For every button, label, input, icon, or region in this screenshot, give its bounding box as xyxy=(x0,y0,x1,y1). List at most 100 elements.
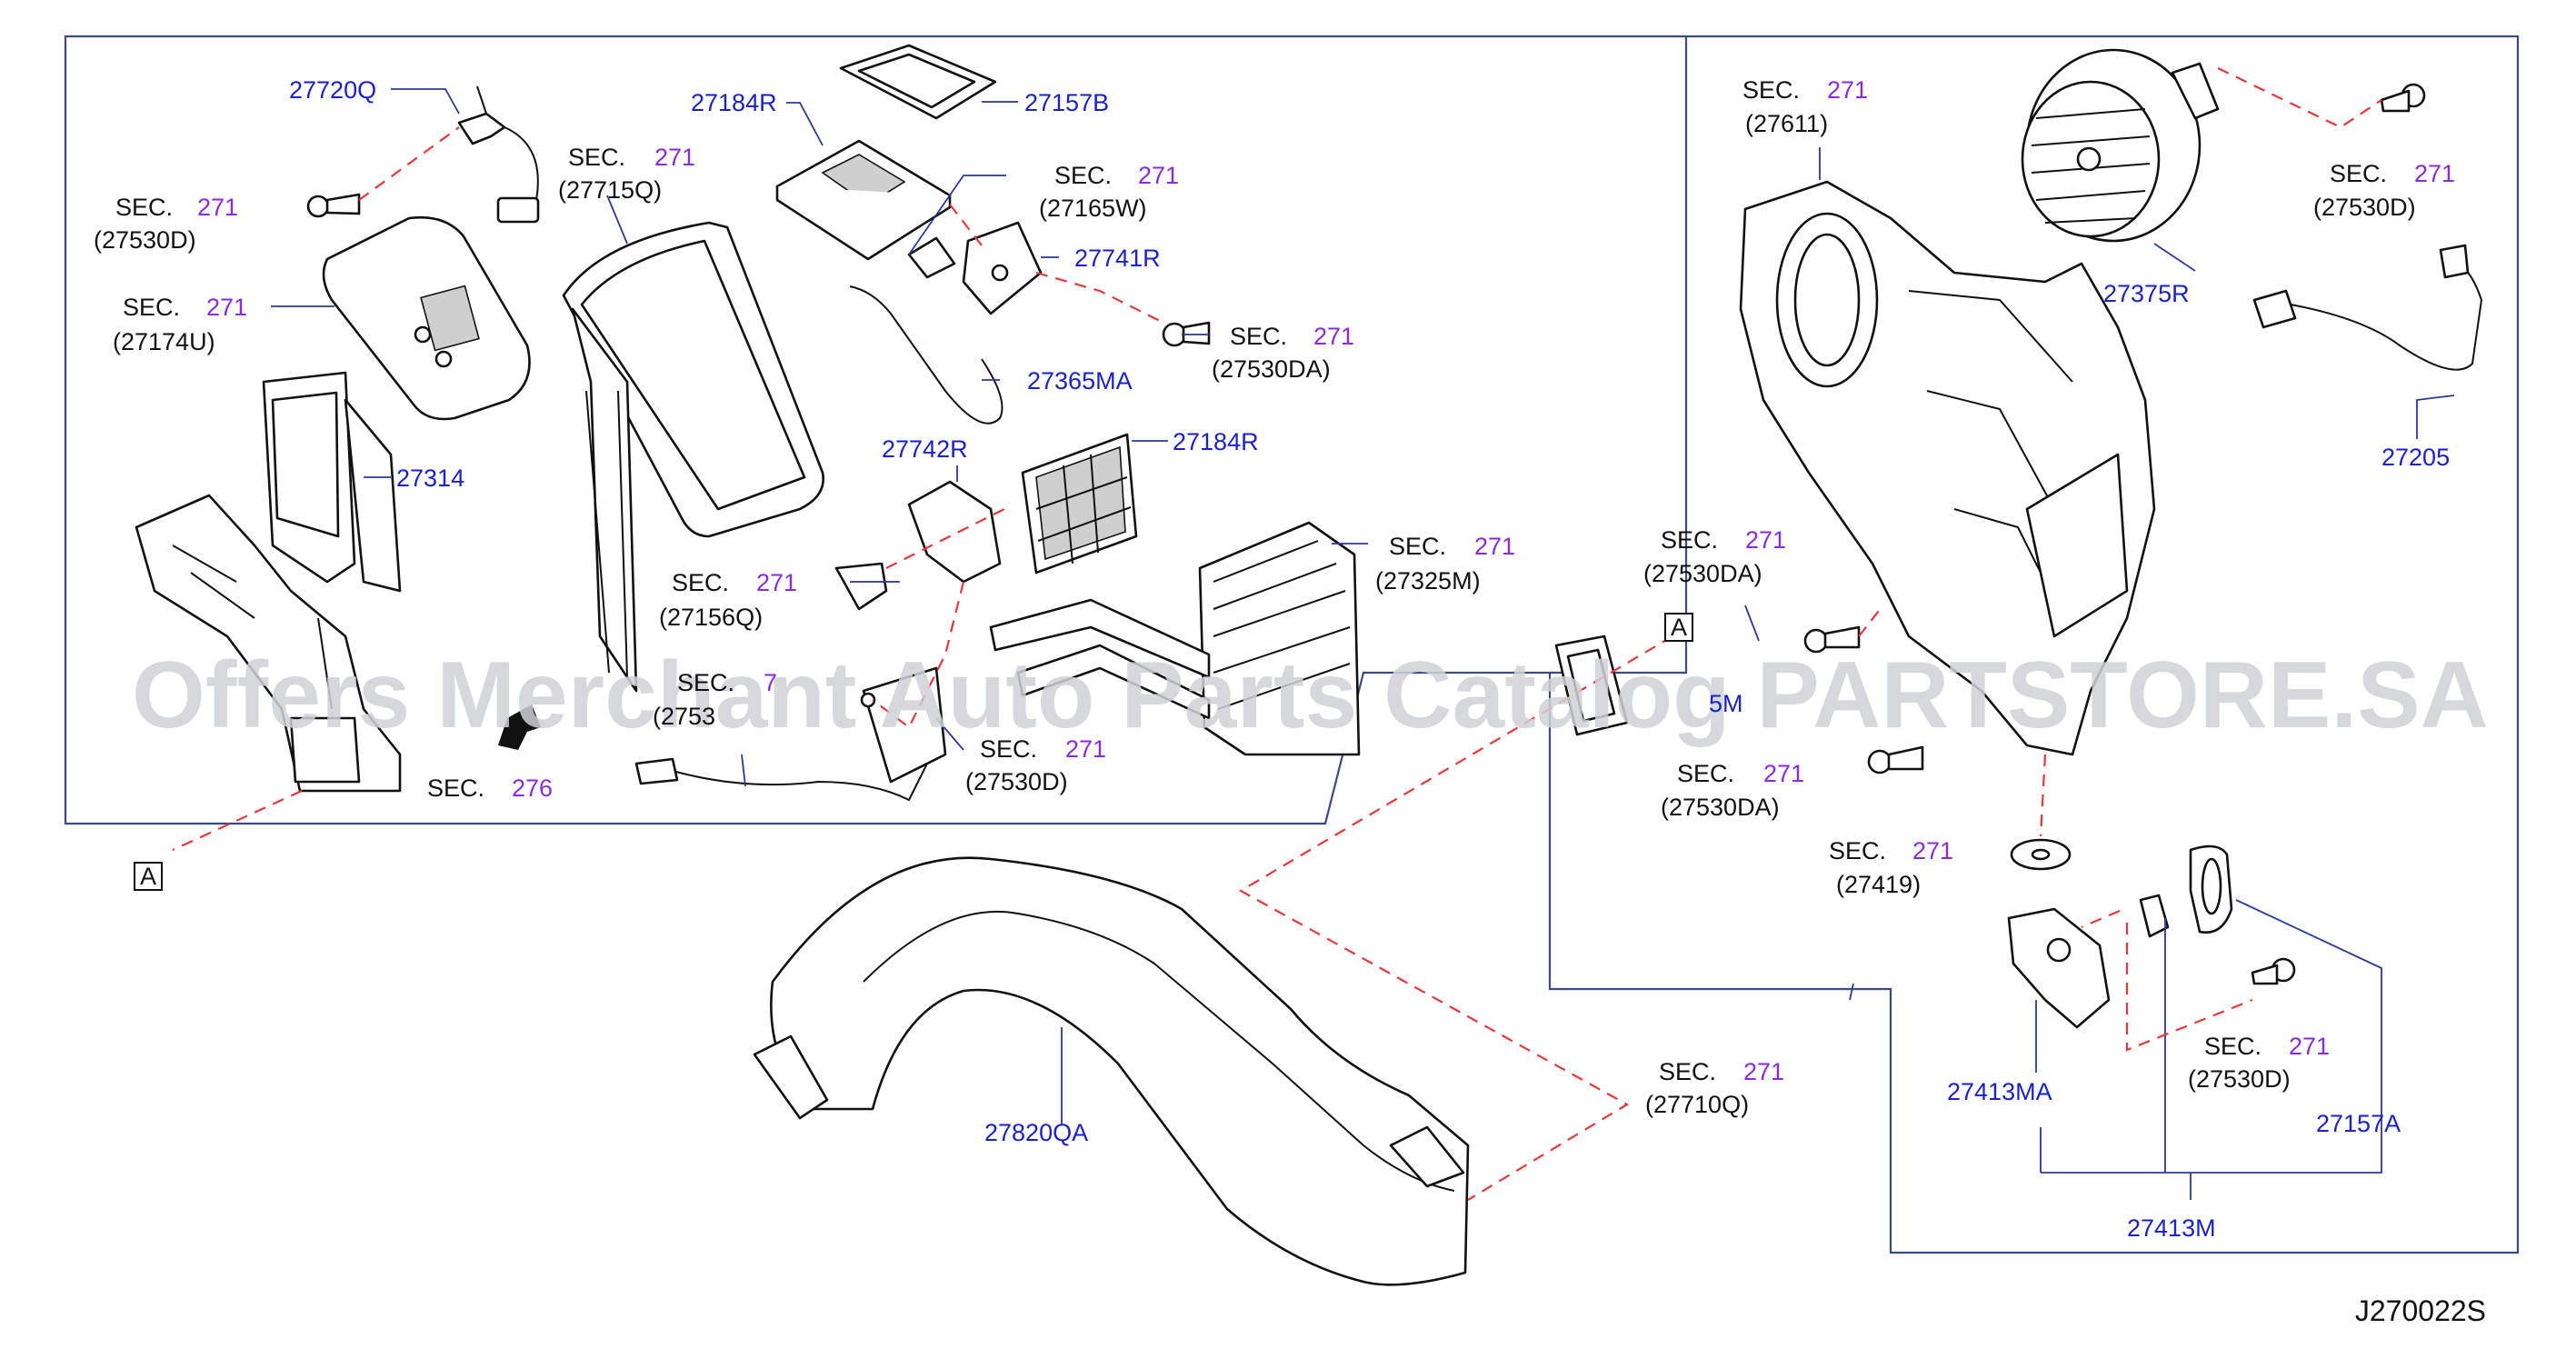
blower-motor-27375R-drawing xyxy=(2021,48,2220,243)
sec-word-s3: SEC. xyxy=(568,144,625,171)
sec-code-s8: (27530D) xyxy=(965,768,1068,795)
sec-word-s12: SEC. xyxy=(1661,526,1718,554)
sec-code-s16: (27710Q) xyxy=(1645,1091,1749,1118)
cover-27174U-drawing xyxy=(322,215,531,421)
sec-code-s11: (27530D) xyxy=(2313,194,2416,221)
screw-27530DA-right1-drawing xyxy=(1803,625,1861,654)
part-label-27205: 27205 xyxy=(2381,444,2450,471)
sec-word-s1: SEC. xyxy=(115,194,173,221)
heater-core-27715Q-drawing xyxy=(562,221,825,693)
part-label-27720Q: 27720Q xyxy=(289,76,376,104)
sec-code-s1: (27530D) xyxy=(94,226,196,254)
heater-core-27325M-drawing xyxy=(989,521,1361,756)
screw-27530DA-mid-drawing xyxy=(1162,321,1211,347)
ref-box-A-right xyxy=(1664,613,1693,642)
leader-lines xyxy=(271,88,2455,1200)
sec-276-arrow xyxy=(498,704,541,750)
screw-27530DA-right2-drawing xyxy=(1867,745,1924,774)
sec-word-s10: SEC. xyxy=(1742,76,1800,104)
part-label-27157B: 27157B xyxy=(1024,89,1109,116)
sec-code-s7: (27325M) xyxy=(1375,567,1481,595)
sec-code-s5: (27530DA) xyxy=(1212,355,1331,383)
part-label-27184R-top: 27184R xyxy=(691,89,777,116)
sec-num-s11: 271 xyxy=(2414,160,2455,187)
part-label-27157A: 27157A xyxy=(2316,1110,2401,1137)
ref-A-left-label: A xyxy=(140,863,156,890)
sec-num-s8: 271 xyxy=(1065,735,1106,763)
sec-num-s10: 271 xyxy=(1827,76,1868,104)
screw-27530D-left-drawing xyxy=(306,193,361,218)
sec-code-s2: (27174U) xyxy=(113,328,215,355)
sec-code-s13: (27530DA) xyxy=(1661,794,1780,821)
sec-num-s2: 271 xyxy=(206,294,247,321)
screw-27530D-topright-drawing xyxy=(2380,83,2426,113)
part-label-27741R: 27741R xyxy=(1074,245,1161,272)
sensor-27720Q-drawing xyxy=(457,85,540,224)
sec-word-s5: SEC. xyxy=(1230,323,1287,350)
filter-27184R-mid-drawing xyxy=(1021,433,1138,575)
duct-left-column-drawing xyxy=(135,494,402,793)
part-label-27413MA: 27413MA xyxy=(1947,1078,2052,1105)
screw-27530D-bottomright-drawing xyxy=(2251,957,2296,985)
sec-code-s12: (27530DA) xyxy=(1643,560,1762,587)
part-label-27820QA: 27820QA xyxy=(984,1119,1088,1146)
screw-27530D-mid-drawing xyxy=(860,692,876,708)
part-label-27184R-mid: 27184R xyxy=(1173,428,1259,455)
sec-word-s11: SEC. xyxy=(2330,160,2387,187)
sec-code-s6: (27156Q) xyxy=(659,604,763,631)
sec-word-s8: SEC. xyxy=(980,735,1037,763)
sec-code-s3: (27715Q) xyxy=(558,176,662,204)
sec-num-s5: 271 xyxy=(1313,323,1354,350)
filter-27184R-top-drawing xyxy=(775,139,952,261)
sec-word-s13: SEC. xyxy=(1677,760,1734,787)
sec-num-s1: 271 xyxy=(197,194,238,221)
sec-word-s14: SEC. xyxy=(1829,837,1886,864)
sec-code-s15: (27530D) xyxy=(2188,1065,2291,1093)
sec-num-s15: 271 xyxy=(2289,1033,2330,1060)
part-label-27375R: 27375R xyxy=(2103,280,2190,307)
sec-word-s7: SEC. xyxy=(1389,533,1446,560)
sec-code-s14: (27419) xyxy=(1836,871,1921,898)
sec-num-s9: 276 xyxy=(512,774,553,802)
part-label-27413M: 27413M xyxy=(2127,1214,2216,1242)
drawing-code: J270022S xyxy=(2355,1294,2486,1327)
actuator-27742R-drawing xyxy=(834,480,1002,611)
sec-word-s4: SEC. xyxy=(1054,162,1112,189)
sec-code-s4: (27165W) xyxy=(1039,195,1147,222)
ref-box-A-left xyxy=(134,862,163,891)
washer-27419-drawing xyxy=(2010,838,2072,871)
assembly-dashed-lines xyxy=(172,67,2382,1201)
right-group-frame xyxy=(1548,35,2520,1254)
seal-27157A-drawing xyxy=(2189,844,2233,934)
sec-word-s17: SEC. xyxy=(677,669,734,696)
sec-num-s16: 271 xyxy=(1743,1058,1784,1085)
watermark-text: Offers Merchant Auto Parts Catalog PARTS… xyxy=(132,643,2489,748)
sec-num-s3: 271 xyxy=(654,144,695,171)
ref-A-right-label: A xyxy=(1671,614,1687,641)
sec-code-s17: (2753 xyxy=(653,703,715,730)
sec-num-s12: 271 xyxy=(1745,526,1786,554)
sec-num-s14: 271 xyxy=(1912,837,1953,864)
sec-reference-labels: SEC. 271 (27530D) SEC. 271 (27174U) SEC.… xyxy=(94,76,2455,1118)
filter-cover-27157B-drawing xyxy=(839,44,997,120)
sec-num-s4: 271 xyxy=(1138,162,1179,189)
duct-27314-drawing xyxy=(262,371,402,593)
sec-word-s2: SEC. xyxy=(123,294,180,321)
motor-mount-27413MA-drawing xyxy=(2007,894,2170,1029)
part-number-labels: 27720Q 27184R 27157B 27741R 27365MA 2774… xyxy=(289,76,2450,1242)
actuator-27741R-drawing xyxy=(907,221,1043,315)
sec-code-s10: (27611) xyxy=(1745,110,1828,137)
sec-num-s6: 271 xyxy=(756,569,797,596)
sec-word-s9: SEC. xyxy=(427,774,484,802)
part-label-27365M-partial: 5M xyxy=(1709,690,1743,717)
sec-word-s15: SEC. xyxy=(2204,1033,2261,1060)
sec-num-s7: 271 xyxy=(1474,533,1515,560)
duct-27820QA-drawing xyxy=(753,856,1470,1286)
part-label-27314: 27314 xyxy=(396,465,464,492)
part-label-27365MA: 27365MA xyxy=(1027,367,1133,395)
harness-27205-drawing xyxy=(2252,244,2483,371)
sec-word-s6: SEC. xyxy=(672,569,729,596)
cable-27365MA-drawing xyxy=(849,285,1003,425)
